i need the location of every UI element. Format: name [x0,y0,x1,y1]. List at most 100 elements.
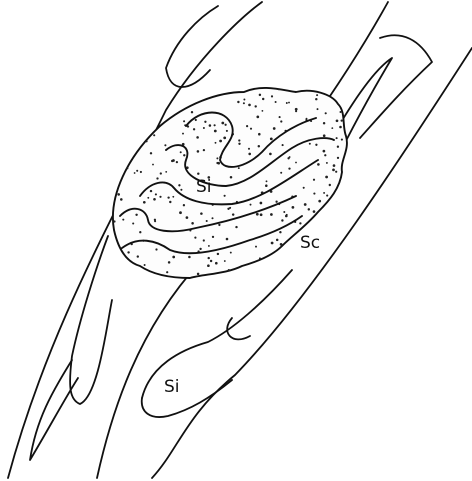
stipple-dot [309,143,311,145]
stipple-dot [256,213,259,216]
stipple-dot [262,98,264,100]
fold-hook [360,35,432,138]
stipple-dot [237,101,239,103]
stipple-dot [329,184,331,186]
stipple-dot [191,222,194,225]
stipple-dot [203,127,205,129]
stipple-dot [197,172,199,174]
stipple-dot [223,137,226,140]
stipple-dot [216,162,218,164]
si-inclusion-label: Si [196,177,212,197]
stipple-dot [324,154,326,156]
stipple-dot [270,138,273,141]
stipple-dot [303,187,305,189]
stipple-dot [292,206,295,209]
stipple-dot [214,124,216,126]
stipple-dot [226,238,229,241]
stipple-dot [295,110,297,112]
stipple-dot [280,172,282,174]
stipple-dot [337,157,339,159]
stipple-dot [250,204,252,206]
stipple-dot [155,248,157,250]
stipple-dot [336,119,339,122]
stipple-dot [182,133,184,135]
stipple-dot [150,152,152,154]
stipple-dot [316,94,318,96]
stipple-dot [228,269,230,271]
stipple-dot [270,213,273,216]
stipple-dot [152,164,154,166]
stipple-dot [113,220,115,222]
stipple-dot [135,214,137,216]
stipple-dot [194,237,196,239]
stipple-dot [203,149,205,151]
stipple-dot [323,134,326,137]
stipple-dot [154,219,156,221]
stipple-dot [335,171,337,173]
stipple-dot [295,162,297,164]
stipple-dot [196,136,199,139]
stipple-dot [150,190,152,192]
stipple-dot [165,171,167,173]
stipple-dot [337,146,339,148]
stipple-dot [172,196,174,198]
stipple-dot [227,208,229,210]
stipple-dot [246,125,248,127]
stipple-dot [275,201,277,203]
stipple-dot [238,167,240,169]
stipple-dot [211,217,213,219]
stipple-dot [144,264,146,266]
stipple-dot [172,159,175,162]
stipple-dot [258,133,261,136]
stipple-dot [195,119,197,121]
stipple-dot [134,172,136,174]
stipple-dot [280,120,282,122]
stipple-dot [287,157,289,159]
stipple-dot [279,116,281,118]
stipple-dot [117,193,120,196]
stipple-dot [160,172,162,174]
stipple-dot [238,139,240,141]
stipple-dot [282,144,284,146]
stipple-dot [281,219,283,221]
stipple-dot [336,137,338,139]
stipple-dot [186,216,189,219]
stipple-dot [288,167,290,169]
stipple-dot [204,121,206,123]
stipple-dot [230,252,232,254]
stipple-dot [226,130,228,132]
stipple-dot [169,201,171,203]
stipple-dot [132,222,134,224]
stipple-dot [168,261,171,264]
stipple-dot [147,197,149,199]
stipple-dot [315,98,317,100]
stipple-dot [217,253,219,255]
stipple-dot [273,127,276,130]
stipple-dot [164,144,166,146]
stipple-dot [215,142,217,144]
stipple-dot [197,273,200,276]
stipple-dot [224,195,226,197]
stipple-dot [200,212,203,215]
stipple-dot [145,140,147,142]
stipple-dot [155,193,157,195]
stipple-dot [280,243,283,246]
stipple-dot [255,246,257,248]
stipple-dot [325,112,327,114]
stipple-dot [313,193,315,195]
stipple-dot [197,150,200,153]
stipple-dot [153,134,155,136]
sc-foliation-label: Sc [300,233,320,253]
stipple-dot [199,248,201,250]
stipple-dot [243,102,245,104]
stipple-dot [248,153,251,156]
stipple-dot [215,262,218,265]
stipple-dot [191,111,193,113]
stipple-dot [248,104,251,107]
stipple-dot [139,231,141,233]
stipple-dot [260,213,263,216]
stipple-dot [159,196,161,198]
stipple-dot [266,180,268,182]
lens [142,380,232,417]
